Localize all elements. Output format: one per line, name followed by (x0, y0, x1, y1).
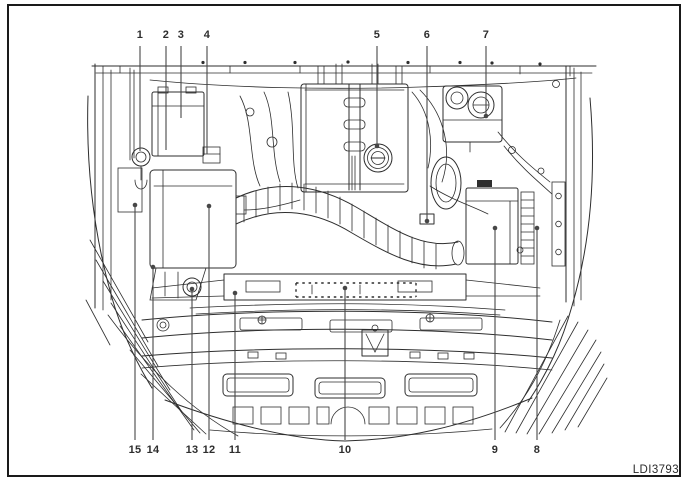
radiator-support (151, 273, 541, 325)
callout-number-13: 13 (186, 444, 199, 456)
resonator (430, 156, 462, 210)
callout-dot-10 (342, 285, 348, 291)
callout-number-4: 4 (204, 29, 211, 41)
callout-dot-13 (189, 286, 195, 292)
label-plate (477, 180, 492, 187)
callout-number-10: 10 (339, 444, 352, 456)
callout-dot-9 (492, 225, 498, 231)
callout-dot-7 (483, 113, 489, 119)
figure-code: LDI3793 (632, 464, 679, 476)
brake-fluid-reservoir (442, 85, 503, 153)
right-fender-hatching (504, 315, 608, 435)
callout-number-8: 8 (534, 444, 540, 456)
reservoir-cap (131, 147, 151, 190)
callout-dot-8 (534, 225, 540, 231)
battery (151, 86, 221, 164)
bumper-grille (141, 310, 553, 442)
right-air-box (465, 187, 535, 265)
callout-number-11: 11 (229, 444, 241, 456)
callout-number-5: 5 (374, 29, 380, 41)
callout-number-15: 15 (129, 444, 142, 456)
callout-number-1: 1 (137, 29, 143, 41)
callout-dot-12 (206, 203, 212, 209)
lower-bumper-teeth (232, 406, 474, 425)
grille-slots (222, 373, 478, 399)
cowl-panel (91, 60, 597, 89)
callout-number-9: 9 (492, 444, 498, 456)
air-cleaner-box (149, 169, 247, 301)
callout-dot-15 (132, 202, 138, 208)
callout-dot-6 (424, 218, 430, 224)
intake-duct (235, 182, 465, 270)
right-fender (499, 65, 608, 435)
callout-number-14: 14 (147, 444, 160, 456)
engine-cover (300, 63, 409, 193)
hood-latch (361, 324, 389, 357)
callout-dot-11 (232, 290, 238, 296)
callout-dot-5 (374, 143, 380, 149)
callout-number-12: 12 (203, 444, 216, 456)
callout-number-7: 7 (483, 29, 489, 41)
cowl-bolts (201, 60, 542, 66)
support-bolts (257, 313, 435, 325)
engine-hoses (239, 89, 553, 254)
radiator-cap-service-area (295, 282, 417, 298)
battery-bracket (202, 146, 221, 164)
ribbed-strip (520, 191, 535, 265)
callout-number-3: 3 (178, 29, 184, 41)
left-fender (85, 63, 239, 437)
callout-number-2: 2 (163, 29, 169, 41)
oil-filler-cap (363, 143, 393, 173)
callout-number-6: 6 (424, 29, 430, 41)
callout-dot-14 (150, 264, 156, 270)
left-fender-hatching (85, 239, 207, 435)
